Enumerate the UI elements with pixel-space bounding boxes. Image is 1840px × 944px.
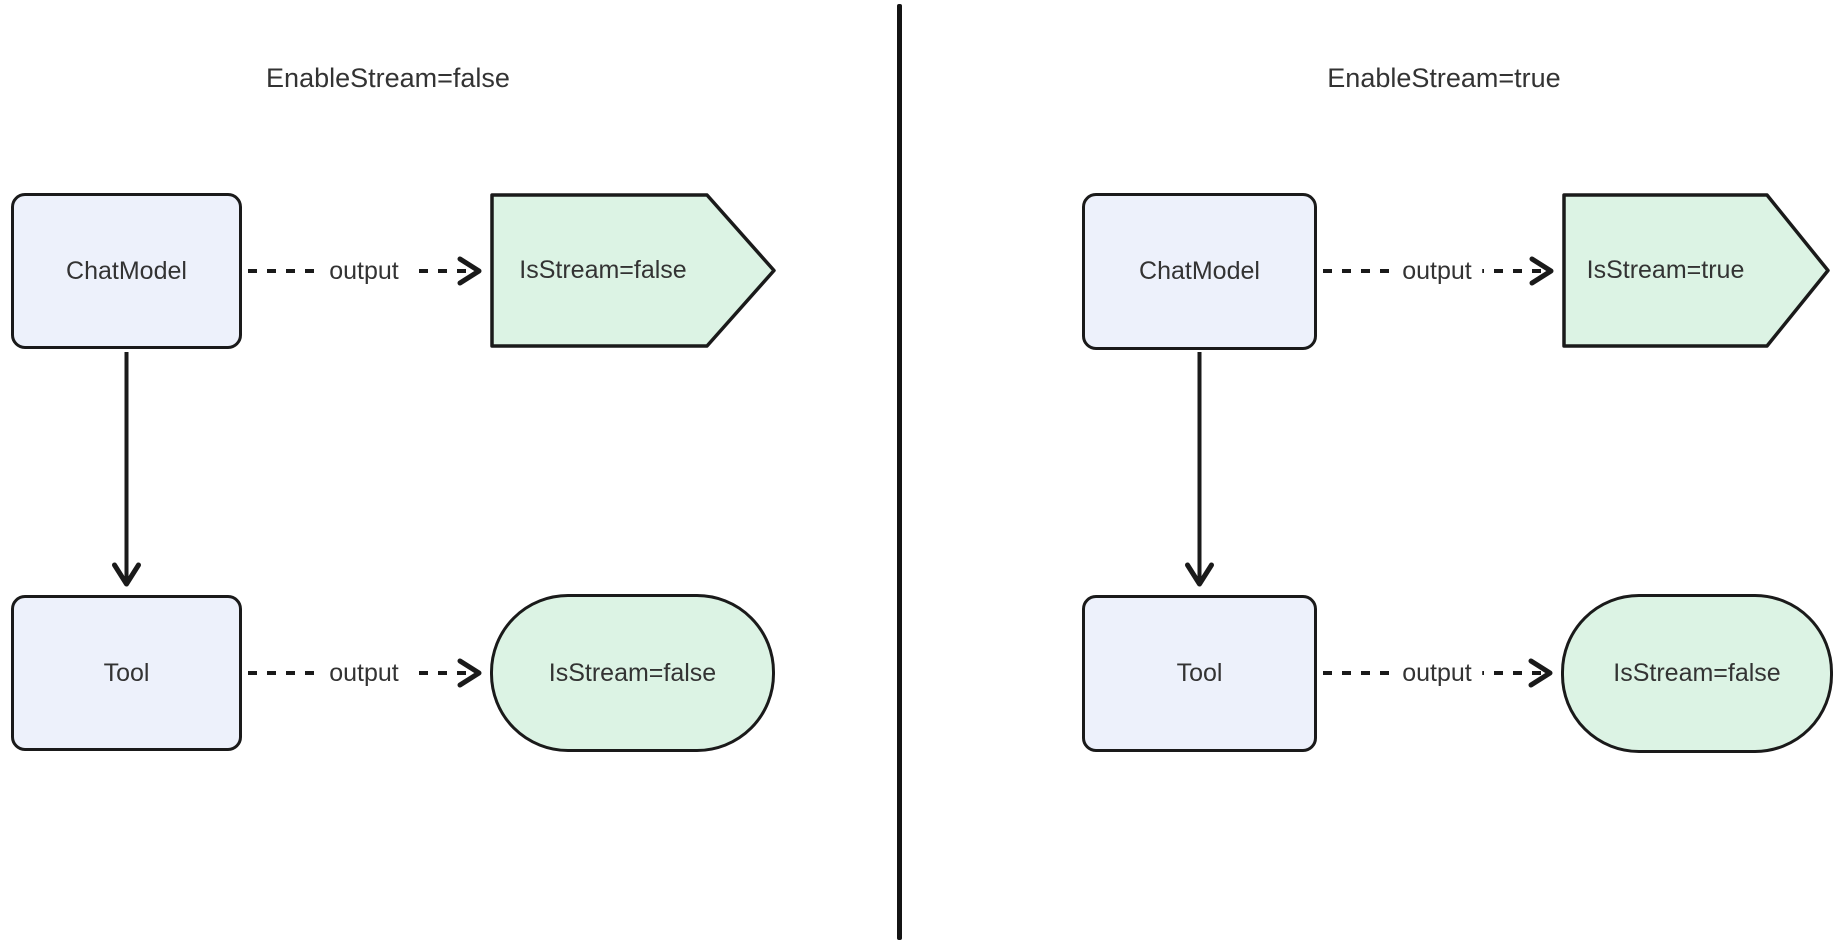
node-stream-output-left-label: IsStream=false <box>519 256 687 284</box>
node-tool-output-right-label: IsStream=false <box>1613 659 1781 687</box>
node-tool-output-right: IsStream=false <box>1561 594 1833 753</box>
node-chatmodel-right: ChatModel <box>1082 193 1317 350</box>
panel-divider <box>897 4 902 940</box>
node-tool-left: Tool <box>11 595 242 751</box>
node-stream-output-right-label: IsStream=true <box>1586 256 1745 284</box>
edge-label-output-bottom-left: output <box>319 655 409 691</box>
panel-title-right: EnableStream=true <box>1327 63 1561 93</box>
node-tool-right: Tool <box>1082 595 1317 752</box>
node-stream-output-right: IsStream=true <box>1564 193 1767 348</box>
node-tool-right-label: Tool <box>1176 659 1223 687</box>
node-chatmodel-left: ChatModel <box>11 193 242 349</box>
edge-label-output-bottom-right: output <box>1392 655 1482 691</box>
node-tool-output-left: IsStream=false <box>490 594 775 752</box>
node-chatmodel-left-label: ChatModel <box>66 256 187 285</box>
node-tool-output-left-label: IsStream=false <box>548 658 717 687</box>
edge-label-output-top-right: output <box>1392 253 1482 289</box>
panel-title-left: EnableStream=false <box>266 63 510 93</box>
node-chatmodel-right-label: ChatModel <box>1139 257 1260 285</box>
node-stream-output-left: IsStream=false <box>492 193 714 348</box>
edge-label-output-top-left: output <box>319 253 409 289</box>
node-tool-left-label: Tool <box>103 658 150 687</box>
